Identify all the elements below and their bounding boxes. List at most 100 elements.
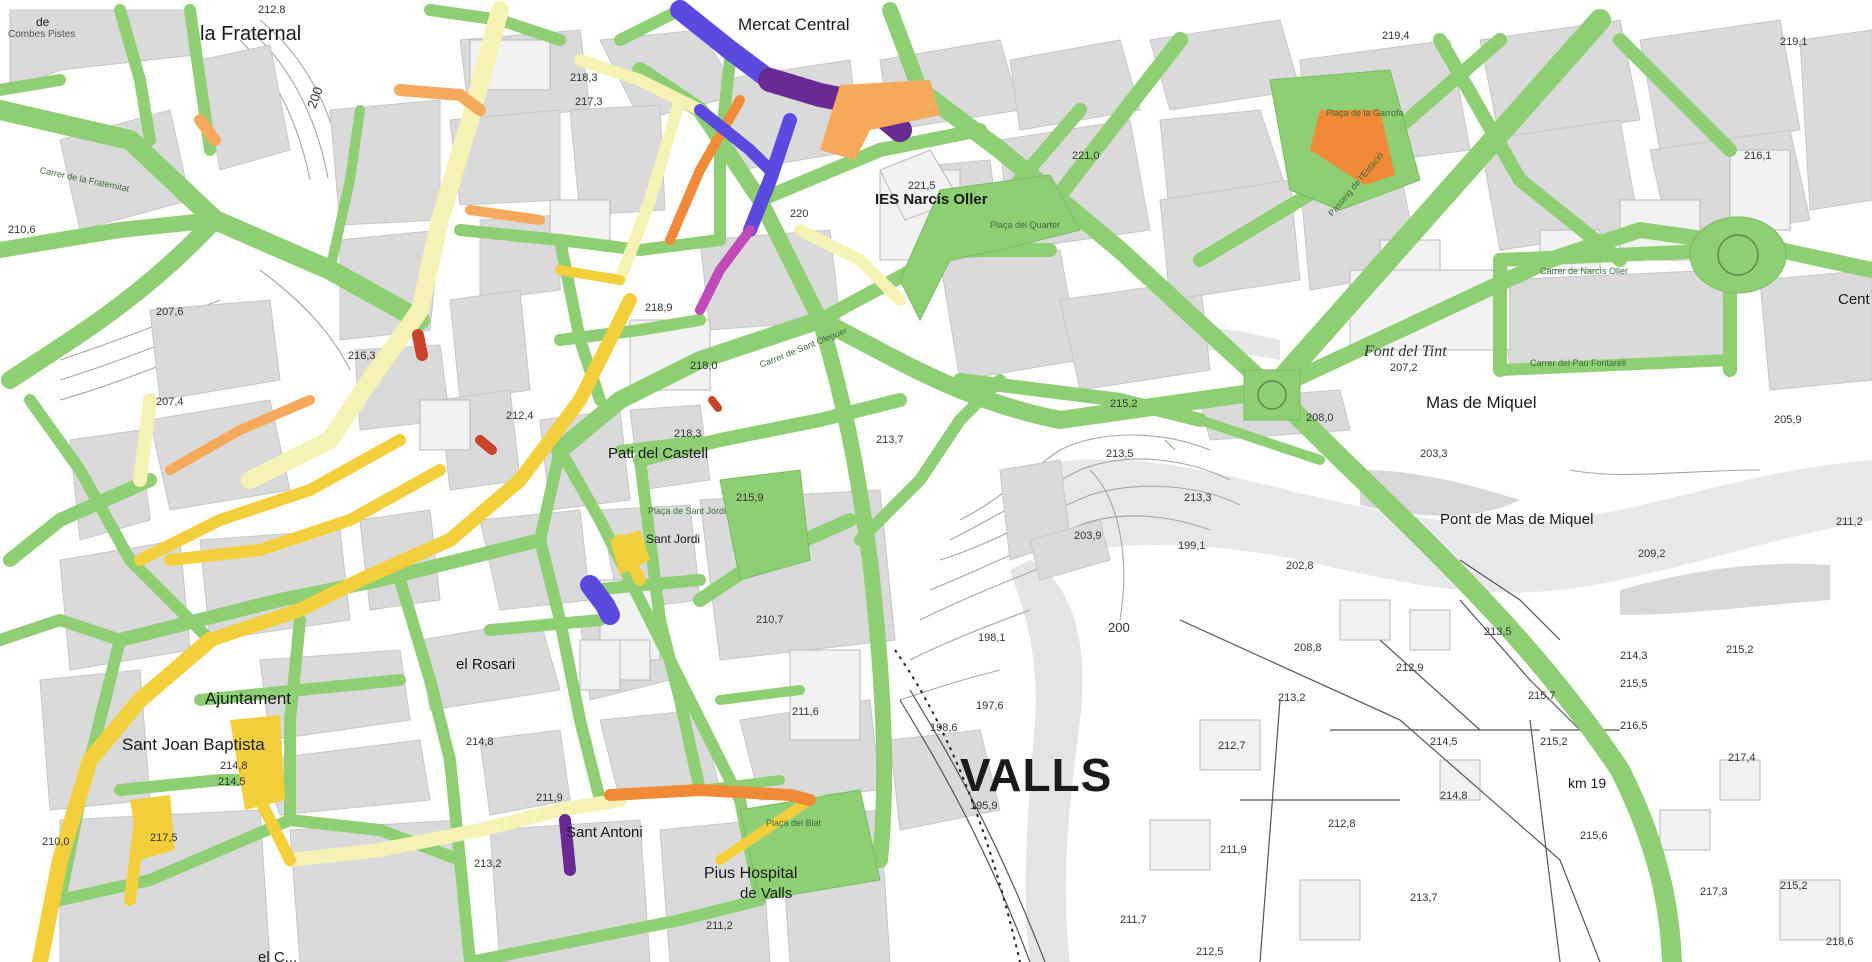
place-label-fraternal: la Fraternal: [200, 23, 302, 45]
place-label-km: km 19: [1568, 775, 1607, 791]
blue-street-top: [670, 0, 780, 90]
spot-height: 205,9: [1774, 414, 1802, 426]
place-label-mas-miquel: Mas de Miquel: [1426, 393, 1537, 412]
spot-height: 218,3: [674, 428, 702, 440]
spot-height: 218,3: [570, 72, 598, 84]
blue-street-block: [580, 575, 620, 625]
street-label-narcis-oller: Carrer de Narcís Oller: [1540, 266, 1629, 276]
spot-height: 212,4: [506, 410, 534, 422]
yellow-street-mid: [164, 464, 446, 566]
place-label-ies: IES Narcís Oller: [875, 191, 988, 208]
spot-height: 221,5: [908, 180, 936, 192]
yellow-street-h: [134, 434, 406, 566]
spot-height: 208,0: [1306, 412, 1334, 424]
place-label-font-tint: Font del Tint: [1364, 343, 1447, 360]
light-orange-street-4: [194, 114, 221, 146]
spot-height: 211,6: [792, 706, 819, 718]
spot-height: 217,5: [150, 832, 178, 844]
place-label-rosari: el Rosari: [456, 656, 516, 673]
spot-height: 214,8: [1440, 790, 1468, 802]
contour-lines: [59, 19, 1761, 701]
spot-height: 214,8: [220, 760, 248, 772]
blue-street-v: [743, 113, 797, 237]
purple-street-antoni: [559, 814, 576, 876]
place-label-pati-castell: Pati del Castell: [608, 445, 709, 462]
spot-height: 208,8: [1294, 642, 1322, 654]
spot-height: 199,1: [1178, 540, 1206, 552]
red-street-1: [412, 329, 428, 361]
pale-yellow-street-ies: [794, 224, 906, 306]
place-label-pont: Pont de Mas de Miquel: [1440, 511, 1594, 528]
spot-height: 214,3: [1620, 650, 1648, 662]
place-label-mercat: Mercat Central: [738, 15, 850, 34]
yellow-street-diag: [203, 293, 637, 647]
spot-height: 217,3: [575, 96, 603, 108]
spot-height: 213,3: [1184, 492, 1212, 504]
spot-height: 216,3: [348, 350, 376, 362]
place-label-de-valls: de Valls: [740, 885, 793, 902]
spot-height: 218,9: [645, 302, 673, 314]
spot-height: 215,7: [1528, 690, 1556, 702]
spot-height: 214,5: [1430, 736, 1458, 748]
spot-height: 198,1: [978, 632, 1006, 644]
spot-height: 215,9: [736, 492, 764, 504]
spot-height: 212,7: [1218, 740, 1246, 752]
street-label-placa-garrofa: Plaça de la Garrofa: [1326, 108, 1404, 118]
spot-height: 215,2: [1726, 644, 1754, 656]
spot-height: 219,4: [1382, 30, 1410, 42]
place-label-del-c: el C...: [258, 949, 298, 962]
spot-height: 207,4: [156, 396, 184, 408]
spot-height: 216,1: [1744, 150, 1772, 162]
spot-height: 212,8: [258, 4, 286, 16]
orange-street-1: [665, 95, 745, 245]
spot-height: 211,2: [1836, 516, 1863, 528]
place-label-combes: Combes Pistes: [8, 29, 76, 40]
spot-height: 213,2: [474, 858, 502, 870]
spot-height: 211,9: [536, 792, 563, 804]
railway-line: [894, 649, 1021, 962]
highlighted-plazas: [130, 80, 1395, 860]
spot-height: 215,6: [1580, 830, 1608, 842]
spot-height: 212,8: [1328, 818, 1356, 830]
red-street-2: [475, 435, 497, 455]
place-label-sant-joan: Sant Joan Baptista: [122, 735, 265, 754]
spot-height: 195,9: [970, 800, 998, 812]
spot-height: 211,7: [1120, 914, 1147, 926]
spot-height: 211,9: [1220, 844, 1247, 856]
spot-height: 197,6: [976, 700, 1004, 712]
blue-street-diag: [694, 104, 776, 176]
spot-height: 198,6: [930, 722, 958, 734]
pale-yellow-street-cross: [614, 94, 686, 286]
magenta-street: [695, 225, 755, 315]
red-street-3: [708, 396, 722, 412]
spot-height: 207,6: [156, 306, 184, 318]
spot-height: 210,7: [756, 614, 784, 626]
street-label-pau-fontarell: Carrer del Pau Fontarell: [1530, 358, 1627, 368]
spot-height: 213,5: [1484, 626, 1512, 638]
spot-height: 200: [1108, 620, 1130, 635]
spot-height: 203,9: [1074, 530, 1102, 542]
spot-height: 213,7: [1410, 892, 1438, 904]
spot-height: 210,6: [8, 224, 36, 236]
spot-height: 214,5: [218, 776, 246, 788]
light-orange-street-3: [165, 395, 315, 475]
spot-height: 213,2: [1278, 692, 1306, 704]
street-label-placa-quarter: Plaça del Quarter: [990, 220, 1061, 230]
spot-height: 212,9: [1396, 662, 1424, 674]
pale-yellow-street-lower: [283, 793, 627, 867]
pale-yellow-street-left: [133, 393, 157, 487]
spot-height: 216,5: [1620, 720, 1648, 732]
spot-height: 210,0: [42, 836, 70, 848]
yellow-street-left: [32, 632, 218, 962]
minor-road-lines: [899, 559, 1620, 962]
orange-street-2: [604, 784, 816, 806]
street-label-placa-sant-jordi: Plaça de Sant Jordi: [648, 506, 727, 516]
spot-height: 219,1: [1780, 36, 1808, 48]
light-orange-street-2: [465, 205, 545, 225]
spot-height: 213,7: [876, 434, 904, 446]
street-label-placa-blat: Plaça del Blat: [766, 818, 822, 828]
place-label-de: de: [36, 15, 50, 29]
spot-height: 220: [790, 208, 809, 220]
